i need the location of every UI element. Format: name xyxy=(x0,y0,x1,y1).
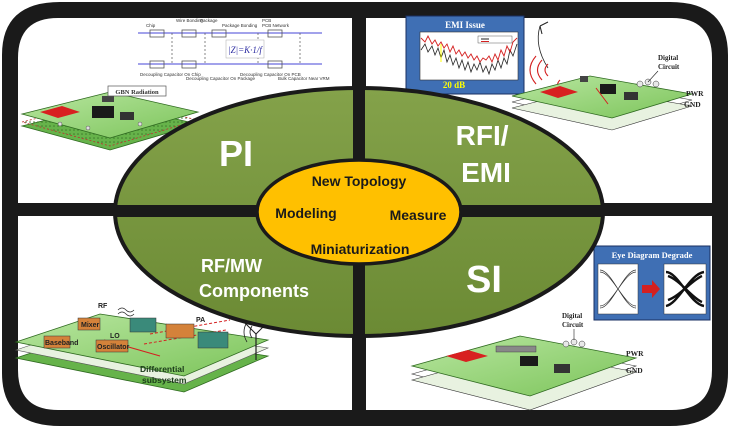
chain-label: PCB Network xyxy=(262,23,290,28)
modeling-label: Modeling xyxy=(275,205,336,221)
baseband-label: Baseband xyxy=(45,340,78,347)
gbn-radiation-label: GBN Radiation xyxy=(115,89,159,96)
chain-label: Package xyxy=(200,18,218,23)
eye-diagram-degraded xyxy=(663,263,707,315)
emi-trace-black xyxy=(420,43,518,76)
differential-subsystem-label: Differential subsystem xyxy=(140,364,187,385)
chain-label: Wire Bonding xyxy=(176,18,204,23)
pi-network-schematic: |Z|=K·1/f Chip Wire Bonding Package Pack… xyxy=(138,18,330,81)
chain-label: Bulk Capacitor Near VRM xyxy=(278,76,330,81)
si-pwr-label: PWR xyxy=(626,349,644,358)
emi-digital-label: Digital Circuit xyxy=(658,54,680,71)
impedance-equation: |Z|=K·1/f xyxy=(228,45,263,55)
eye-diagram-title: Eye Diagram Degrade xyxy=(612,250,693,260)
emi-gnd-label: GND xyxy=(684,100,701,109)
chain-label: Decoupling Capacitor On PCB xyxy=(240,72,301,77)
degrade-arrow-icon xyxy=(642,280,660,298)
core-topics-ellipse: New Topology Modeling Measure Miniaturiz… xyxy=(255,158,463,266)
pa-block xyxy=(165,323,195,339)
emi-delta-label: 20 dB xyxy=(443,80,465,90)
rf-filter-block xyxy=(129,317,157,333)
chain-label: Decoupling Capacitor On Chip xyxy=(140,72,201,77)
si-panel: Eye Diagram Degrade Digital Circuit xyxy=(410,245,711,411)
antenna-icon xyxy=(537,21,549,69)
pi-board: GBN Radiation xyxy=(20,85,200,151)
oscillator-label: Oscillator xyxy=(97,344,130,351)
emi-pwr-label: PWR xyxy=(686,89,704,98)
mixer-label: Mixer xyxy=(81,322,100,329)
chain-label: Decoupling Capacitor On Package xyxy=(186,76,256,81)
eye-diagram-clean xyxy=(597,263,639,315)
emi-panel: EMI Issue 20 dB xyxy=(405,15,704,131)
emi-board xyxy=(511,75,693,131)
mixer-block xyxy=(77,317,101,331)
oscillator-block xyxy=(95,339,129,353)
pi-label: PI xyxy=(219,133,253,174)
rf-mw-components-label: RF/MW Components xyxy=(199,256,309,301)
chain-label: Chip xyxy=(146,23,156,28)
rfi-emi-label: RFI/ EMI xyxy=(456,120,517,188)
pi-panel: |Z|=K·1/f Chip Wire Bonding Package Pack… xyxy=(20,18,330,151)
chain-label: PCB xyxy=(262,18,271,23)
measure-label: Measure xyxy=(390,207,447,223)
rf-board xyxy=(14,307,270,393)
new-topology-label: New Topology xyxy=(312,173,407,189)
si-board xyxy=(410,335,638,411)
si-label: SI xyxy=(466,259,502,301)
baseband-block xyxy=(43,335,71,349)
chain-label: Package Bonding xyxy=(222,23,258,28)
pa-label: PA xyxy=(196,317,205,324)
miniaturization-label: Miniaturization xyxy=(311,241,410,257)
si-digital-label: Digital Circuit xyxy=(562,312,584,329)
emi-issue-title: EMI Issue xyxy=(445,20,485,30)
emi-trace-red xyxy=(420,34,518,64)
switch-block xyxy=(197,331,229,349)
lo-label: LO xyxy=(110,333,120,340)
rf-label: RF xyxy=(98,303,108,310)
si-gnd-label: GND xyxy=(626,366,643,375)
